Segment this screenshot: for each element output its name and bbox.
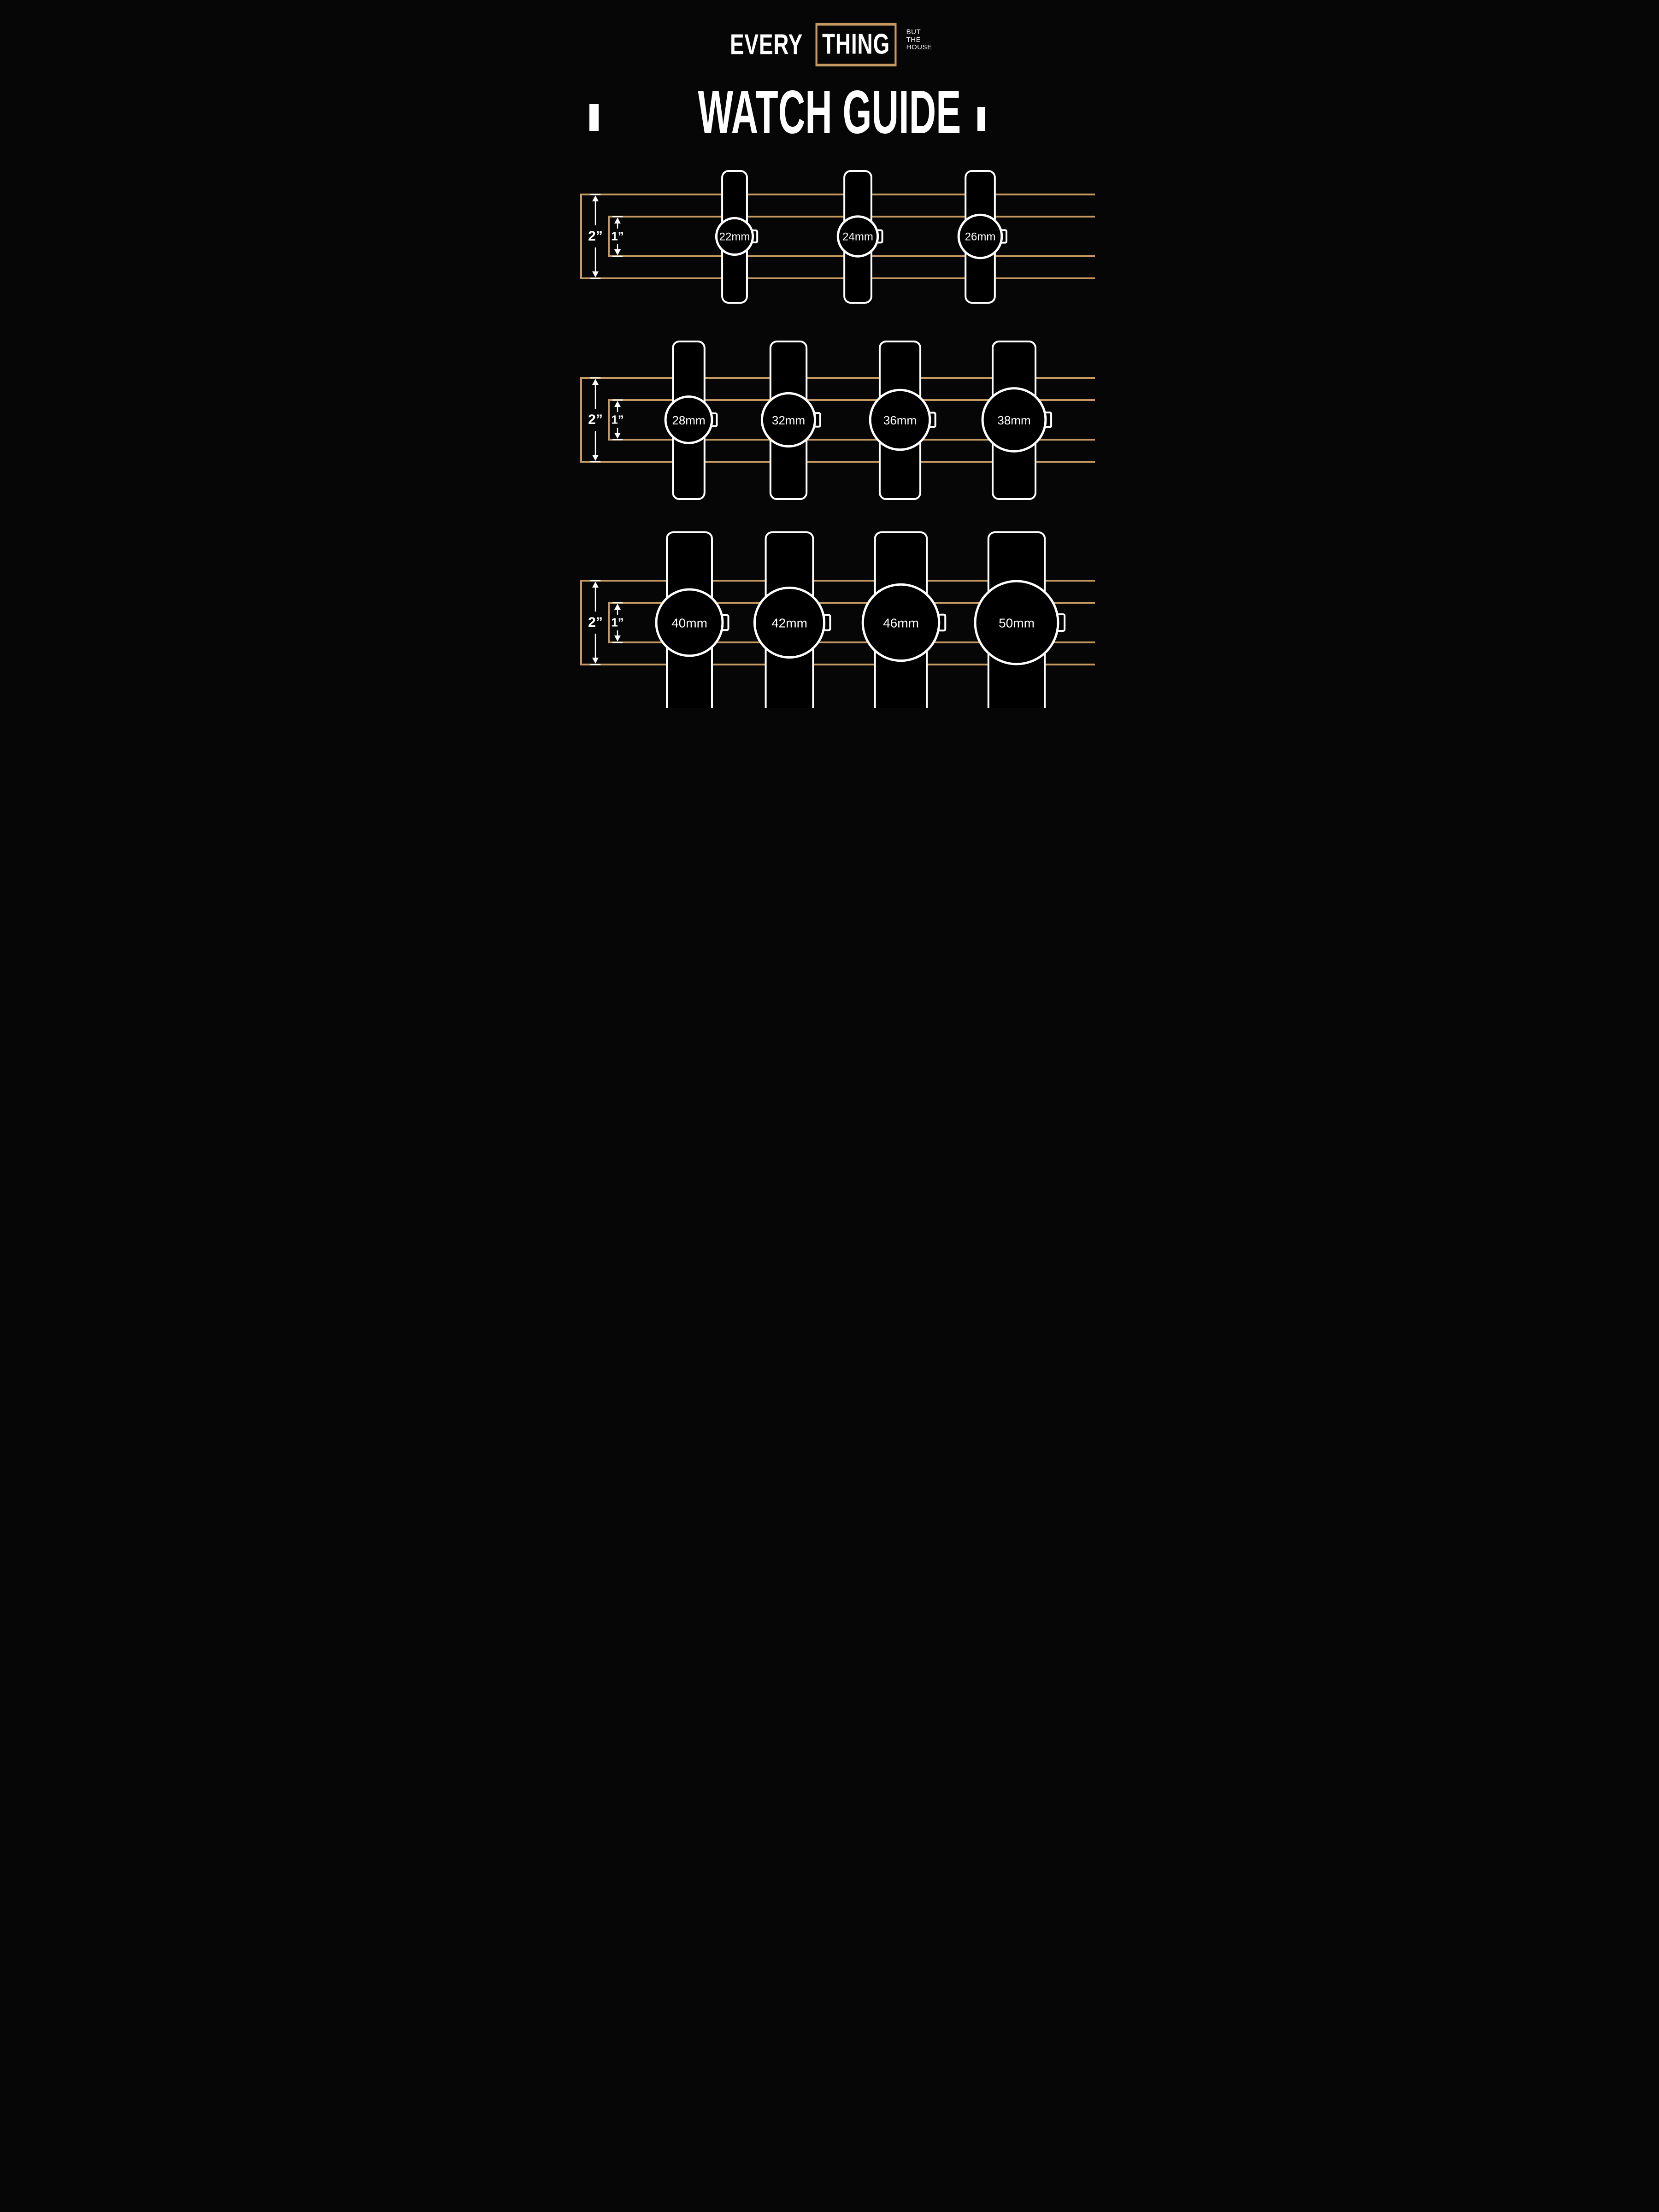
watch-28mm: 28mm [664, 341, 718, 500]
dimension-1in-row-1: 1” [609, 216, 626, 257]
watch-size-label: 32mm [772, 413, 805, 427]
dimension-1in-row-2-label: 1” [611, 412, 624, 427]
watch-size-label: 42mm [771, 616, 807, 630]
watch-size-label: 36mm [883, 413, 917, 427]
watch-36mm: 36mm [869, 341, 936, 500]
dimension-2in-row-1: 2” [587, 194, 604, 279]
dimension-2in-row-3-arrow [590, 580, 600, 665]
watch-case [981, 387, 1047, 453]
watch-22mm: 22mm [715, 170, 759, 304]
watch-32mm: 32mm [760, 341, 821, 500]
watch-case [957, 213, 1003, 259]
watch-26mm: 26mm [957, 170, 1008, 304]
watch-40mm: 40mm [655, 531, 729, 708]
dimension-1in-row-1-arrow [612, 216, 623, 257]
logo-tagline: BUT THE HOUSE [906, 26, 932, 52]
dimension-2in-row-2-label: 2” [588, 412, 603, 427]
watch-50mm: 50mm [974, 531, 1066, 708]
watch-case [974, 580, 1059, 665]
dimension-1in-row-3-label: 1” [611, 615, 624, 629]
watch-case [655, 588, 724, 657]
size-band-2in-row-2 [580, 377, 1095, 463]
logo-tagline-line-2: THE [906, 35, 921, 44]
logo-word-thing-boxed: THING [815, 23, 897, 67]
watch-size-label: 28mm [672, 413, 705, 427]
title-wrap: WATCH GUIDE [564, 82, 1095, 143]
size-band-1in-row-3 [608, 602, 1095, 643]
logo-tagline-line-3: HOUSE [906, 43, 932, 51]
dimension-2in-row-2-arrow [590, 377, 600, 463]
watch-size-label: 24mm [842, 231, 873, 243]
size-band-2in-row-3 [580, 580, 1095, 665]
size-band-1in-row-2 [608, 399, 1095, 441]
dimension-1in-row-2-arrow [612, 399, 623, 441]
dimension-2in-row-2: 2” [587, 377, 604, 463]
watch-size-label: 26mm [965, 231, 996, 243]
watch-size-label: 50mm [999, 616, 1035, 630]
dimension-2in-row-3: 2” [587, 580, 604, 665]
watch-case [715, 217, 754, 256]
watch-case [753, 586, 826, 659]
watch-24mm: 24mm [836, 170, 883, 304]
watch-case [836, 215, 879, 258]
watch-46mm: 46mm [861, 531, 947, 708]
watch-size-label: 38mm [997, 413, 1030, 427]
dimension-2in-row-3-label: 2” [588, 615, 603, 630]
decorative-mark-left [589, 104, 599, 131]
decorative-mark-right [977, 107, 985, 131]
watch-size-label: 46mm [883, 616, 919, 630]
watch-38mm: 38mm [981, 341, 1053, 500]
logo-tagline-line-1: BUT [906, 28, 921, 36]
watch-case [760, 392, 817, 448]
dimension-1in-row-3-arrow [612, 602, 623, 643]
watch-case [861, 583, 941, 662]
watch-size-label: 40mm [671, 616, 707, 630]
watch-guide-poster: EVERY THING BUT THE HOUSE WATCH GUIDE 2”… [564, 0, 1095, 708]
watch-case [869, 388, 931, 451]
page-title: WATCH GUIDE [698, 78, 961, 147]
dimension-2in-row-1-label: 2” [588, 229, 603, 244]
dimension-1in-row-1-label: 1” [611, 229, 624, 243]
ebth-logo: EVERY THING BUT THE HOUSE [564, 23, 1095, 67]
watch-case [664, 395, 713, 444]
dimension-1in-row-3: 1” [609, 602, 626, 643]
watch-42mm: 42mm [753, 531, 831, 708]
watch-size-label: 22mm [719, 231, 750, 243]
dimension-2in-row-1-arrow [590, 194, 600, 279]
dimension-1in-row-2: 1” [609, 399, 626, 441]
logo-word-every: EVERY [729, 29, 803, 61]
size-band-2in-row-1 [580, 194, 1095, 279]
